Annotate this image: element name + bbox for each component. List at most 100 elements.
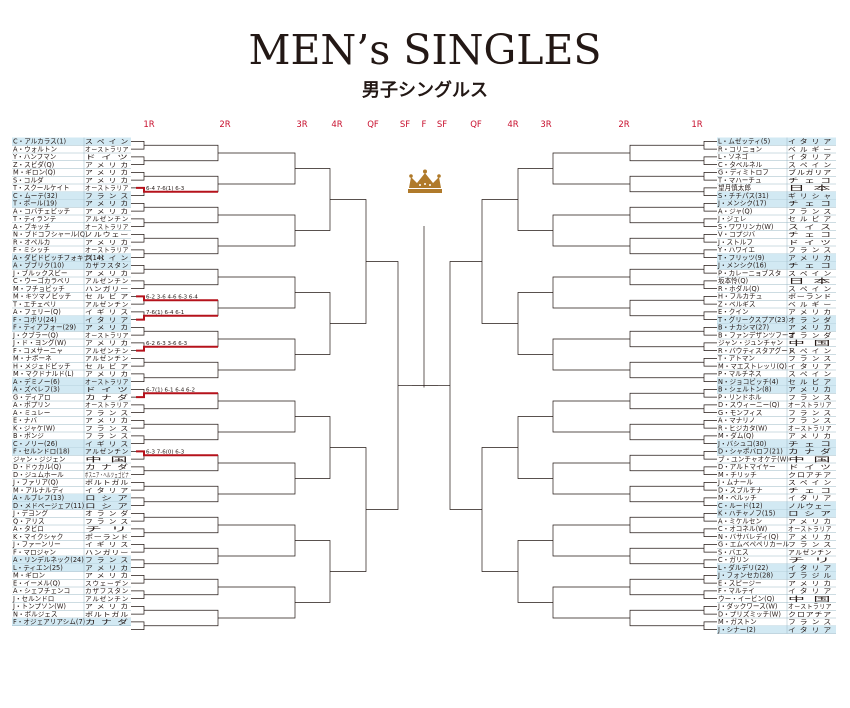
player-country: ス イ ス bbox=[788, 223, 832, 231]
bracket-match bbox=[703, 358, 717, 367]
player-country: ス ペ イ ン bbox=[788, 347, 832, 355]
player-country: チ ェ コ bbox=[788, 231, 832, 239]
player-name: J・ストルフ bbox=[717, 238, 753, 246]
bracket-match bbox=[703, 342, 717, 351]
bracket-match bbox=[552, 462, 630, 495]
bracket-match bbox=[703, 575, 717, 584]
player-country: ア メ リ カ bbox=[85, 161, 129, 169]
player-name: E・クイン bbox=[718, 308, 749, 316]
seed-row-highlight bbox=[12, 439, 131, 448]
bracket-match bbox=[629, 609, 704, 627]
player-country: ア メ リ カ bbox=[85, 417, 129, 425]
bracket-match bbox=[131, 559, 145, 568]
player-name: ジャン・ジュンチャン bbox=[718, 339, 783, 347]
bracket-match bbox=[144, 144, 219, 162]
player-name: ブ・ユンチャオケテ(W) bbox=[718, 454, 789, 463]
player-name: J・ムナール bbox=[717, 479, 753, 487]
player-name: S・チチパス(31) bbox=[718, 192, 769, 200]
bracket-match bbox=[629, 516, 704, 534]
bracket-match bbox=[131, 575, 145, 584]
player-name: L・ムゼッティ(5) bbox=[718, 137, 770, 146]
player-country: イ タ リ ア bbox=[788, 625, 832, 634]
player-name: G・エムベペペリカール bbox=[718, 541, 789, 549]
seed-row-highlight bbox=[717, 385, 836, 394]
player-country: カザフスタン bbox=[85, 261, 129, 270]
player-country: フ ラ ン ス bbox=[788, 417, 832, 425]
player-country: ア メ リ カ bbox=[788, 308, 832, 316]
player-country: 中 国 bbox=[788, 338, 832, 347]
bracket-match bbox=[144, 268, 219, 286]
player-country: セ ル ビ ア bbox=[788, 214, 832, 223]
round-label: 4R bbox=[507, 120, 518, 130]
player-country: ブルガリア bbox=[788, 168, 832, 177]
bracket-match bbox=[131, 172, 145, 181]
player-name: M・キツマノビッチ bbox=[13, 292, 72, 301]
player-name: J・デヨング bbox=[12, 509, 48, 518]
player-name: N・ボルジェス bbox=[13, 610, 58, 618]
bracket-match bbox=[218, 338, 296, 371]
bracket-match bbox=[629, 454, 704, 472]
player-country: ポルトガル bbox=[85, 478, 129, 487]
bracket-match bbox=[131, 156, 145, 165]
player-name: D・ドゥカル(Q) bbox=[13, 463, 61, 471]
player-name: R・ホダル(Q) bbox=[718, 284, 759, 293]
round-label: 2R bbox=[618, 120, 629, 130]
player-country: 日 本 bbox=[788, 276, 832, 285]
player-country: フ ラ ン ス bbox=[788, 246, 832, 254]
player-name: T・スクールケイト bbox=[12, 184, 70, 192]
player-name: S・コルダ bbox=[13, 175, 44, 184]
player-name: M・ガストン bbox=[718, 617, 757, 626]
player-name: S・バエス bbox=[718, 548, 749, 556]
bracket-match bbox=[131, 141, 145, 150]
result-lines: 6-4 7-6(1) 6-36-2 3-6 4-6 6-3 6-47-6(1) … bbox=[136, 186, 218, 457]
bracket-match bbox=[629, 330, 704, 348]
round-label: 3R bbox=[540, 120, 551, 130]
bracket-match bbox=[131, 513, 145, 522]
player-name: D・ジュムホール bbox=[13, 471, 64, 479]
winner-line bbox=[136, 450, 218, 457]
player-name: K・ハチャノフ(15) bbox=[718, 510, 775, 518]
bracket-match bbox=[552, 400, 630, 433]
bracket-match bbox=[131, 466, 145, 475]
bracket-match bbox=[218, 586, 296, 619]
bracket-match bbox=[552, 276, 630, 309]
player-name: G・ディミトロフ bbox=[718, 168, 769, 177]
player-country: 中 国 bbox=[788, 594, 832, 603]
player-name: M・マエストレッリ(Q) bbox=[718, 362, 787, 370]
player-country: 中 国 bbox=[788, 454, 832, 463]
bracket-match bbox=[552, 524, 630, 557]
player-name: G・ディアロ bbox=[13, 392, 51, 401]
round-label: QF bbox=[367, 120, 379, 130]
player-name: ウー・イービン(Q) bbox=[718, 594, 775, 603]
player-country: ノルウェー bbox=[85, 231, 129, 239]
seed-row-highlight bbox=[12, 191, 131, 200]
player-country: イ タ リ ア bbox=[788, 493, 832, 502]
player-name: B・ファンデザンツフープ bbox=[718, 330, 795, 339]
player-name: F・マロジャン bbox=[13, 548, 56, 556]
player-name: M・ギロン(Q) bbox=[13, 169, 55, 177]
player-name: E・ナバ bbox=[13, 417, 37, 425]
bracket-match bbox=[131, 404, 145, 413]
round-label: QF bbox=[470, 120, 482, 130]
bracket-match bbox=[131, 218, 145, 227]
player-country: ア メ リ カ bbox=[788, 254, 832, 262]
player-country: セ ル ビ ア bbox=[788, 377, 832, 386]
player-name: C・ムーテ(32) bbox=[13, 192, 58, 200]
player-name: T・エチェベリ bbox=[12, 300, 57, 308]
player-country: イ タ リ ア bbox=[85, 485, 129, 494]
seed-row-highlight bbox=[12, 137, 131, 146]
player-country: イ ギ リ ス bbox=[85, 440, 129, 448]
bracket-match bbox=[703, 218, 717, 227]
player-country: ア メ リ カ bbox=[788, 324, 832, 332]
player-name: D・シャポバロフ(21) bbox=[718, 448, 783, 456]
player-name: A・シェフチェンコ bbox=[13, 587, 70, 595]
seed-row-highlight bbox=[717, 261, 836, 270]
bracket-lines bbox=[131, 141, 717, 630]
player-name: C・ルード(12) bbox=[718, 502, 763, 510]
player-name: F・セルンドロ(18) bbox=[13, 448, 70, 456]
match-score: 6-7(1) 6-1 6-4 6-2 bbox=[146, 387, 195, 393]
seed-row-highlight bbox=[717, 315, 836, 324]
player-name: C・ウーゴカラベリ bbox=[13, 276, 70, 285]
player-country: オーストラリア bbox=[85, 378, 129, 386]
player-country: ベ ル ギ ー bbox=[788, 145, 832, 153]
